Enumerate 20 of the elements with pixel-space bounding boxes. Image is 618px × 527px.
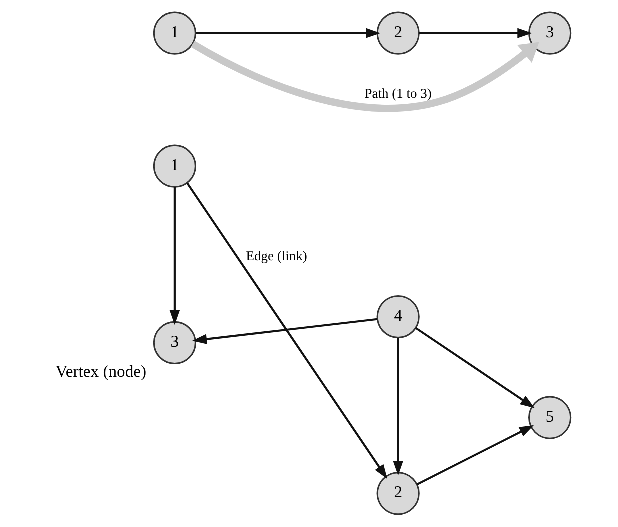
arrow bbox=[392, 338, 403, 476]
node-circle: 2 bbox=[376, 12, 420, 55]
edge-label: Path (1 to 3) bbox=[364, 86, 432, 102]
node-circle: 3 bbox=[528, 12, 572, 55]
arrow bbox=[169, 187, 180, 326]
node-circle: 1 bbox=[152, 144, 196, 188]
edge-label: Edge (link) bbox=[246, 248, 307, 264]
node-circle: 2 bbox=[376, 472, 420, 516]
arrow bbox=[414, 327, 534, 408]
arrow bbox=[416, 425, 534, 486]
arrow bbox=[186, 182, 388, 480]
node-circle: 3 bbox=[152, 321, 196, 365]
arrow bbox=[190, 40, 539, 112]
node-circle: 1 bbox=[152, 12, 196, 55]
arrow bbox=[196, 28, 380, 38]
arrow bbox=[192, 318, 377, 344]
node-label: Vertex (node) bbox=[55, 362, 146, 382]
node-circle: 4 bbox=[376, 295, 420, 339]
arrow bbox=[418, 28, 532, 38]
node-circle: 5 bbox=[528, 396, 572, 440]
